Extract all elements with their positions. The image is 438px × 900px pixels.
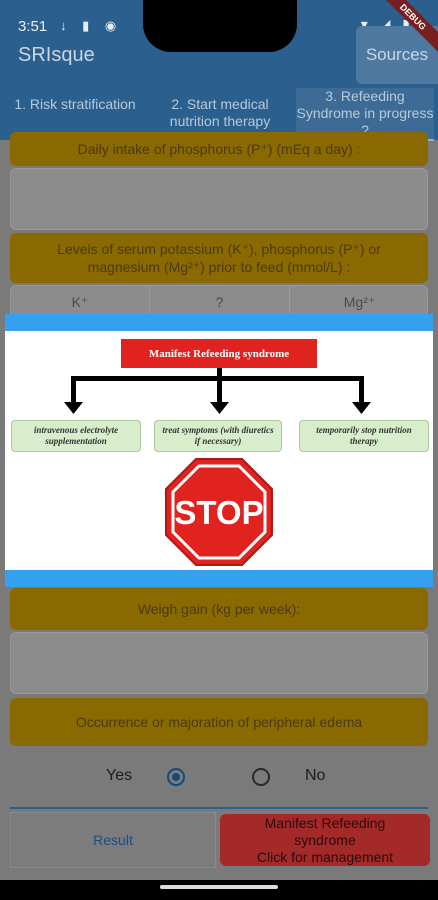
divider bbox=[10, 807, 428, 809]
home-gesture-handle[interactable] bbox=[160, 885, 278, 889]
stop-nutrition-box: temporarily stop nutrition therapy bbox=[299, 420, 429, 452]
dialog-bottom-band bbox=[5, 570, 433, 587]
management-label-line3: Click for management bbox=[256, 849, 394, 865]
no-label: No bbox=[305, 767, 326, 784]
status-time: 3:51 bbox=[18, 18, 48, 35]
camera-notch bbox=[143, 0, 297, 52]
serum-levels-table: K⁺ ? Mg²⁺ bbox=[10, 285, 428, 318]
arrow-stem-right bbox=[359, 376, 364, 406]
arrow-stem-left bbox=[71, 376, 76, 406]
dialog-header: Manifest Refeeding syndrome bbox=[121, 339, 317, 368]
result-button[interactable]: Result bbox=[10, 812, 216, 868]
tab-risk-stratification[interactable]: 1. Risk stratification bbox=[14, 96, 136, 112]
phosphorus-cell[interactable]: ? bbox=[150, 286, 290, 318]
stop-sign-icon: STOP bbox=[165, 458, 273, 566]
arrow-stem-main bbox=[217, 368, 222, 380]
arrow-head-right bbox=[352, 402, 371, 414]
arrow-stem-middle bbox=[217, 376, 222, 406]
yes-radio[interactable] bbox=[167, 768, 185, 786]
arrow-head-middle bbox=[210, 402, 229, 414]
management-label-line2: syndrome bbox=[294, 832, 356, 848]
stop-text: STOP bbox=[174, 494, 263, 531]
phosphorus-intake-label: Daily intake of phosphorus (P⁺) (mEq a d… bbox=[10, 132, 428, 166]
no-radio[interactable] bbox=[252, 768, 270, 786]
tab-start-nutrition-therapy[interactable]: 2. Start medical nutrition therapy bbox=[169, 96, 271, 129]
treat-symptoms-box: treat symptoms (with diuretics if necess… bbox=[154, 420, 282, 452]
electrolyte-supplementation-box: intravenous electrolyte supplementation bbox=[11, 420, 141, 452]
management-label-line1: Manifest Refeeding bbox=[264, 815, 386, 831]
navigation-bar bbox=[0, 880, 438, 900]
flow-arrows bbox=[64, 368, 371, 414]
potassium-cell[interactable]: K⁺ bbox=[11, 286, 150, 318]
sources-button[interactable]: Sources bbox=[356, 26, 438, 84]
yes-label: Yes bbox=[106, 767, 133, 784]
phosphorus-intake-input[interactable] bbox=[10, 168, 428, 230]
arrow-head-left bbox=[64, 402, 83, 414]
refeeding-form: Daily intake of phosphorus (P⁺) (mEq a d… bbox=[0, 132, 438, 880]
edema-label: Occurrence or majoration of peripheral e… bbox=[10, 698, 428, 746]
weight-gain-label: Weigh gain (kg per week): bbox=[10, 588, 428, 630]
app-title: SRIsque bbox=[18, 44, 95, 66]
edema-radio-group: Yes No bbox=[0, 762, 438, 792]
serum-levels-label: Levels of serum potassium (K⁺), phosphor… bbox=[10, 233, 428, 283]
management-button[interactable]: Manifest Refeeding syndrome Click for ma… bbox=[220, 814, 430, 866]
magnesium-cell[interactable]: Mg²⁺ bbox=[343, 294, 376, 310]
dialog-top-band bbox=[5, 314, 433, 331]
notification-icons: ↓ ▮ ◉ bbox=[60, 18, 123, 33]
app-bar: 3:51 ↓ ▮ ◉ ▾ ◢ ▮ SRIsque Sources 1. Risk… bbox=[0, 0, 438, 141]
management-dialog[interactable]: Manifest Refeeding syndrome intravenous … bbox=[5, 314, 433, 587]
weight-gain-input[interactable] bbox=[10, 632, 428, 694]
